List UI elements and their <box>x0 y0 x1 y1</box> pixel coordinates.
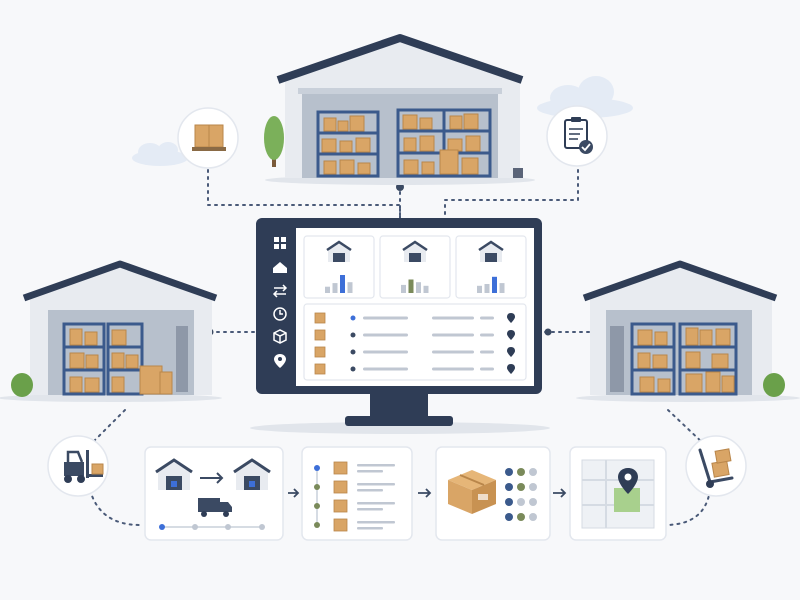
dashboard-cards <box>303 235 527 299</box>
location-icon[interactable] <box>274 354 286 368</box>
warehouse-right <box>576 260 800 402</box>
dashboard-list-row[interactable] <box>314 329 515 341</box>
sort-dot <box>505 468 513 476</box>
transfer-icon[interactable] <box>272 284 288 298</box>
package-list-row <box>314 461 395 475</box>
connector-dot-right <box>544 328 552 336</box>
dashboard-bar <box>416 282 421 293</box>
hand-truck-icon[interactable] <box>685 435 747 497</box>
mini-warehouse-icon <box>326 240 352 262</box>
package-list-row <box>314 518 395 532</box>
package-node-icon[interactable] <box>177 107 239 169</box>
row-location-icon <box>507 347 515 357</box>
dashboard-bar <box>401 284 406 293</box>
dashboard-bar <box>423 285 429 293</box>
row-location-icon <box>507 364 515 374</box>
monitor <box>250 218 550 434</box>
package-icon[interactable] <box>273 329 287 344</box>
large-package-icon <box>448 470 496 514</box>
warehouse-icon[interactable] <box>273 262 287 273</box>
warehouse-top <box>265 34 535 185</box>
dashboard-card[interactable] <box>379 235 451 299</box>
dashboard-bar <box>340 275 345 293</box>
dashboard-list-panel <box>303 303 527 381</box>
dashboard-icon[interactable] <box>274 237 286 249</box>
mini-warehouse-icon <box>402 240 428 262</box>
dashboard-bar <box>492 276 497 293</box>
sort-dot <box>517 498 525 506</box>
clipboard-check-icon[interactable] <box>546 105 608 167</box>
flow-arrow-1 <box>288 488 300 498</box>
dashboard-bar <box>408 279 414 293</box>
warehouse-transfer-card[interactable] <box>144 446 284 541</box>
row-location-icon <box>507 330 515 340</box>
sort-dot <box>517 513 525 521</box>
sort-dot <box>529 513 537 521</box>
map-pin-icon <box>618 468 638 494</box>
history-icon[interactable] <box>273 307 287 321</box>
dashboard-bar <box>484 284 490 293</box>
dashboard-card[interactable] <box>303 235 375 299</box>
mini-warehouse-icon <box>478 240 504 262</box>
warehouse-left <box>0 260 222 402</box>
package-sort-card[interactable] <box>435 446 551 541</box>
package-list-card[interactable] <box>301 446 413 541</box>
dashboard-bar <box>477 285 482 293</box>
dashboard-bar <box>347 282 353 293</box>
dashboard-card[interactable] <box>455 235 527 299</box>
sort-dot <box>529 483 537 491</box>
connector-lines <box>89 169 711 526</box>
sort-dot <box>505 513 513 521</box>
connector-dot-top <box>396 183 404 191</box>
flow-arrow-3 <box>553 488 567 498</box>
dashboard-shipment-list <box>303 303 527 381</box>
dashboard-bar <box>332 283 338 293</box>
map-location-card[interactable] <box>569 446 667 541</box>
package-list-row <box>314 480 395 494</box>
sort-dot <box>505 498 513 506</box>
sort-dot <box>517 468 525 476</box>
flow-arrow-2 <box>418 488 432 498</box>
forklift-icon[interactable] <box>47 435 109 497</box>
tree <box>264 116 284 167</box>
cloud-left <box>132 142 188 166</box>
sort-dot <box>529 468 537 476</box>
row-location-icon <box>507 313 515 323</box>
dashboard-list-row[interactable] <box>314 312 515 324</box>
truck-icon <box>198 498 232 517</box>
dashboard-bar <box>499 283 505 293</box>
monitor-sidebar <box>272 237 288 368</box>
dashboard-list-row[interactable] <box>314 363 515 375</box>
package-list-row <box>314 499 395 513</box>
sort-dot <box>529 498 537 506</box>
dashboard-list-row[interactable] <box>314 346 515 358</box>
sort-dot <box>505 483 513 491</box>
dashboard-bar <box>325 286 330 293</box>
sort-dot <box>517 483 525 491</box>
